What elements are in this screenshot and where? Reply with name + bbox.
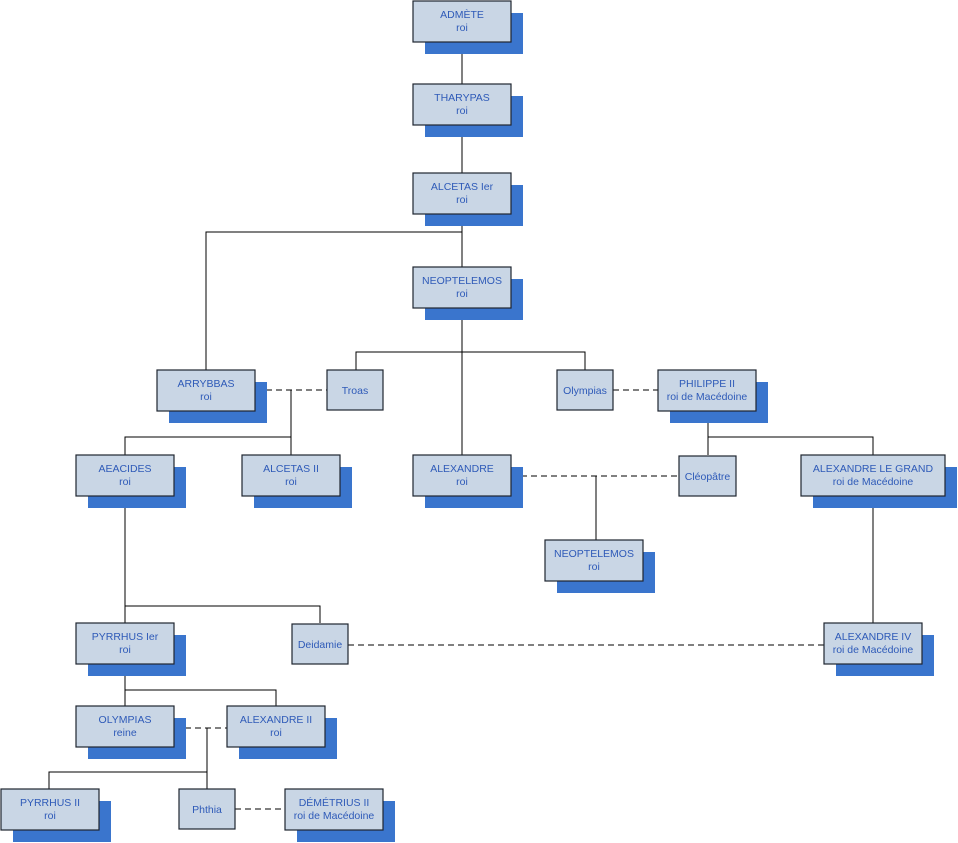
person-name: Cléopâtre: [685, 471, 731, 483]
person-title: roi: [588, 561, 600, 573]
node-box: [284, 788, 384, 831]
person-name: DÉMÉTRIUS II: [299, 796, 370, 809]
node-box: [412, 172, 512, 215]
line-alcetas1-arrybbas: [205, 231, 462, 370]
person-name: OLYMPIAS: [99, 714, 152, 726]
line-to-pyrrhus2: [48, 771, 207, 789]
person-title: roi de Macédoine: [833, 644, 914, 656]
node-box: [678, 455, 737, 497]
node-box: [412, 83, 512, 126]
line-to-alexandre2: [125, 689, 277, 706]
node-box: [75, 622, 175, 665]
person-name: ARRYBBAS: [178, 378, 235, 390]
edges-layer: [48, 42, 874, 810]
person-node-phthia: Phthia: [178, 788, 236, 830]
person-name: ALEXANDRE: [430, 463, 494, 475]
node-box: [800, 454, 946, 497]
node-box: [412, 454, 512, 497]
person-node-deidamie: Deidamie: [291, 623, 349, 665]
node-box: [241, 454, 341, 497]
person-title: roi: [270, 727, 282, 739]
person-name: Phthia: [192, 804, 222, 816]
person-name: ALEXANDRE II: [240, 714, 312, 726]
person-name: Olympias: [563, 385, 607, 397]
line-to-aeacides: [124, 436, 291, 455]
person-node-olympias: Olympias: [556, 369, 614, 411]
person-title: roi: [285, 476, 297, 488]
node-box: [75, 454, 175, 497]
node-box: [412, 0, 512, 43]
person-title: reine: [113, 727, 137, 739]
person-name: AEACIDES: [98, 463, 151, 475]
person-name: PYRRHUS II: [20, 797, 80, 809]
person-name: PYRRHUS Ier: [92, 631, 159, 643]
line-neoptelemos1-troas: [355, 351, 462, 370]
person-name: ADMÈTE: [440, 8, 484, 21]
node-box: [326, 369, 384, 411]
person-title: roi de Macédoine: [833, 476, 914, 488]
person-title: roi: [119, 644, 131, 656]
person-name: THARYPAS: [434, 92, 490, 104]
person-node-troas: Troas: [326, 369, 384, 411]
line-to-alexandre-grand: [708, 436, 874, 455]
node-box: [75, 705, 175, 748]
person-title: roi: [456, 105, 468, 117]
node-box: [156, 369, 256, 412]
person-title: roi: [119, 476, 131, 488]
person-node-cleopatre: Cléopâtre: [678, 455, 737, 497]
person-title: roi: [44, 810, 56, 822]
person-title: roi: [200, 391, 212, 403]
person-title: roi de Macédoine: [667, 391, 748, 403]
node-box: [556, 369, 614, 411]
node-box: [291, 623, 349, 665]
person-name: Deidamie: [298, 639, 343, 651]
person-title: roi de Macédoine: [294, 810, 375, 822]
person-title: roi: [456, 476, 468, 488]
node-box: [178, 788, 236, 830]
person-name: NEOPTELEMOS: [422, 275, 502, 287]
person-name: Troas: [342, 385, 368, 397]
line-to-deidamie: [125, 605, 321, 623]
person-title: roi: [456, 288, 468, 300]
person-name: ALEXANDRE LE GRAND: [813, 463, 934, 475]
node-box: [544, 539, 644, 582]
person-name: ALEXANDRE IV: [835, 631, 911, 643]
person-name: ALCETAS Ier: [431, 181, 494, 193]
person-name: NEOPTELEMOS: [554, 548, 634, 560]
person-name: PHILIPPE II: [679, 378, 735, 390]
node-box: [226, 705, 326, 748]
person-title: roi: [456, 22, 468, 34]
node-box: [823, 622, 923, 665]
node-box: [657, 369, 757, 412]
line-neoptelemos1-olympias: [462, 351, 586, 370]
person-title: roi: [456, 194, 468, 206]
node-box: [412, 266, 512, 309]
person-name: ALCETAS II: [263, 463, 319, 475]
node-box: [0, 788, 100, 831]
